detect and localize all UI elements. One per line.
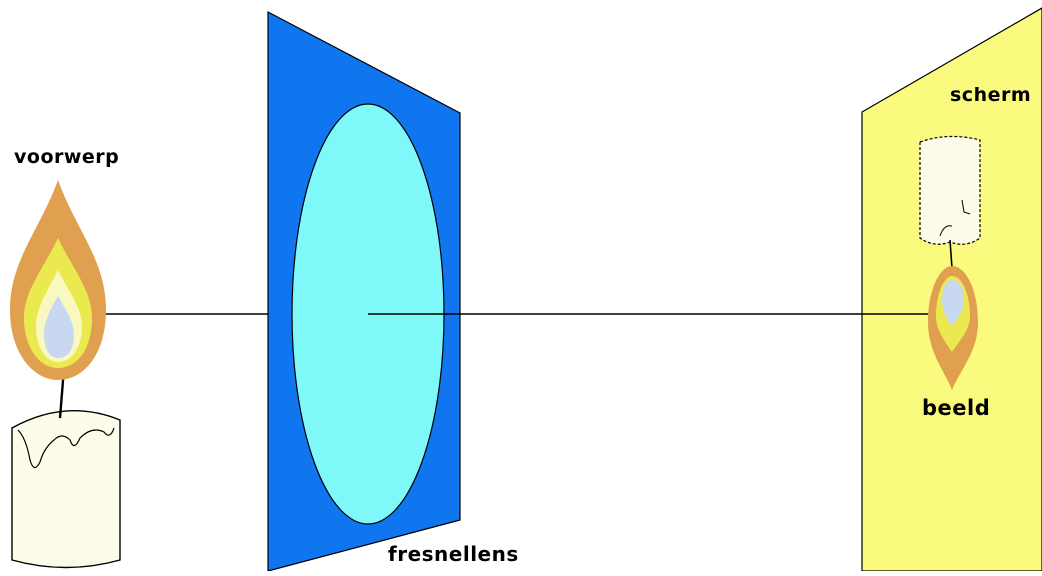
object-candle	[10, 180, 121, 569]
image-candle	[919, 135, 981, 390]
flame-core	[44, 296, 74, 358]
candle-body	[11, 410, 121, 569]
lens-label: fresnellens	[388, 542, 519, 566]
image-candle-drips	[939, 199, 971, 237]
image-candle-wick	[949, 239, 953, 269]
image-label: beeld	[922, 396, 991, 420]
object-label: voorwerp	[14, 146, 120, 168]
candle-wax-drips	[17, 427, 115, 469]
image-candle-body	[919, 135, 981, 245]
screen-label: scherm	[950, 84, 1032, 106]
image-flame-core	[942, 280, 964, 326]
